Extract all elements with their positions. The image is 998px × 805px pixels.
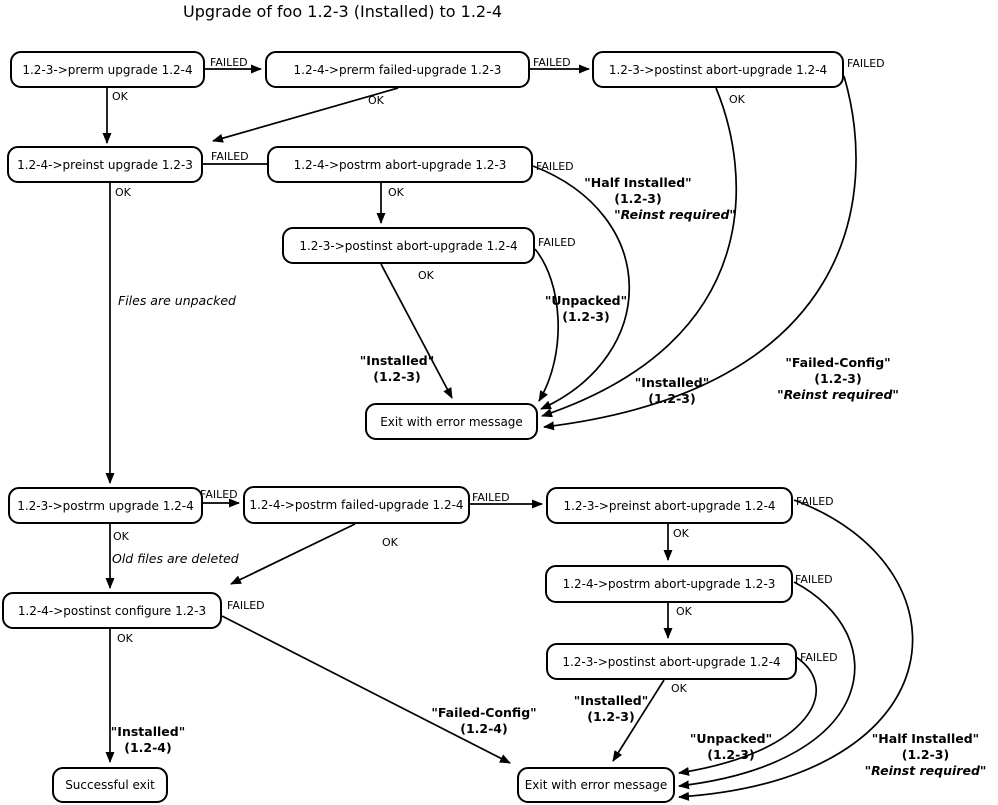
node-postinst-configure: 1.2-4->postinst configure 1.2-3 [2,592,222,629]
edge-configure-failed-failedconfig [221,615,511,764]
state-label-installed-mid: "Installed" (1.2-3) [337,353,457,385]
node-prerm-upgrade: 1.2-3->prerm upgrade 1.2-4 [10,51,205,88]
state-line: "Unpacked" [544,293,628,308]
state-line: "Installed" [110,724,186,739]
state-line: (1.2-3) [614,191,662,206]
state-line: "Half Installed" [584,175,692,190]
state-line: (1.2-3) [373,369,421,384]
edge-label-failed: FAILED [796,495,834,508]
node-postrm-abort-upgrade-bottom: 1.2-4->postrm abort-upgrade 1.2-3 [545,565,793,603]
edge-label-failed: FAILED [795,573,833,586]
edge-label-failed: FAILED [210,56,248,69]
state-line: "Reinst required" [864,763,987,778]
edge-label-ok: OK [676,605,692,618]
state-label-half-installed-bottom: "Half Installed" (1.2-3) "Reinst require… [853,731,998,779]
edge-label-failed: FAILED [800,651,838,664]
node-exit-error-bottom: Exit with error message [517,767,675,803]
state-line: "Installed" [359,353,435,368]
state-line: "Unpacked" [689,731,773,746]
node-successful-exit: Successful exit [52,767,168,803]
edge-label-ok: OK [418,269,434,282]
state-label-unpacked-bottom: "Unpacked" (1.2-3) [671,731,791,763]
state-line: "Failed-Config" [431,705,537,720]
node-postrm-abort-upgrade-mid: 1.2-4->postrm abort-upgrade 1.2-3 [267,146,533,183]
state-line: (1.2-3) [587,709,635,724]
state-line: "Half Installed" [871,731,980,746]
state-line: (1.2-3) [707,747,755,762]
state-line: "Failed-Config" [785,355,891,370]
state-line: (1.2-4) [124,740,172,755]
state-label-installed-124: "Installed" (1.2-4) [88,724,208,756]
edge-postinstabort-failed-unpacked [534,248,559,402]
node-postinst-abort-upgrade-top: 1.2-3->postinst abort-upgrade 1.2-4 [592,51,844,88]
state-line: (1.2-3) [814,371,862,386]
edge-label-failed: FAILED [536,160,574,173]
node-exit-error-mid: Exit with error message [365,403,538,440]
edge-topabort-ok-installed [541,87,738,418]
edge-label-ok: OK [115,186,131,199]
note-old-files-deleted: Old files are deleted [112,551,239,566]
state-line: "Reinst required" [614,207,736,222]
node-prerm-failed-upgrade: 1.2-4->prerm failed-upgrade 1.2-3 [265,51,530,88]
state-line: (1.2-3) [562,309,610,324]
edge-label-ok: OK [729,93,745,106]
node-preinst-upgrade: 1.2-4->preinst upgrade 1.2-3 [7,146,203,183]
node-postrm-failed-upgrade: 1.2-4->postrm failed-upgrade 1.2-4 [243,486,470,524]
edge-label-ok: OK [382,536,398,549]
state-line: (1.2-3) [901,747,950,762]
state-line: "Reinst required" [777,387,899,402]
edge-label-failed: FAILED [211,150,249,163]
edge-label-failed: FAILED [847,57,885,70]
edge-preinstabort-failed-halfinstalled [678,499,914,801]
edge-label-failed: FAILED [472,491,510,504]
edge-label-ok: OK [117,632,133,645]
node-postinst-abort-upgrade-mid: 1.2-3->postinst abort-upgrade 1.2-4 [282,227,535,264]
edge-postinstabortbot-failed-unpacked [678,656,818,776]
edge-label-ok: OK [671,682,687,695]
edge-postrmabort-failed-halfinstalled [532,165,631,410]
edge-label-ok: OK [388,186,404,199]
state-label-installed-right: "Installed" (1.2-3) [612,375,732,407]
edge-postrmabortbot-failed-halfinstalled [678,581,856,790]
edge-label-failed: FAILED [200,488,238,501]
node-postinst-abort-upgrade-bottom: 1.2-3->postinst abort-upgrade 1.2-4 [546,643,797,680]
edge-postrmfailed-ok [230,523,356,585]
state-line: (1.2-4) [460,721,508,736]
edge-topabort-failed-failedconfig [543,75,857,431]
edge-prermfailed-ok [212,87,399,143]
note-files-unpacked: Files are unpacked [118,293,236,308]
edge-label-ok: OK [113,530,129,543]
edge-label-failed: FAILED [533,56,571,69]
state-label-failed-config-bottom: "Failed-Config" (1.2-4) [404,705,564,737]
state-label-unpacked-top: "Unpacked" (1.2-3) [526,293,646,325]
state-label-half-installed-top: "Half Installed" (1.2-3) "Reinst require… [558,175,736,223]
state-line: "Installed" [634,375,710,390]
state-line: "Installed" [573,693,649,708]
node-postrm-upgrade: 1.2-3->postrm upgrade 1.2-4 [8,487,203,524]
edge-label-ok: OK [112,90,128,103]
state-label-installed-bottom: "Installed" (1.2-3) [551,693,671,725]
edge-label-failed: FAILED [538,236,576,249]
edge-postinstabortbot-ok-installed [612,679,665,762]
state-label-failed-config-top: "Failed-Config" (1.2-3) "Reinst required… [758,355,918,403]
edge-postinstabort-ok-installed [380,263,453,399]
diagram-title: Upgrade of foo 1.2-3 (Installed) to 1.2-… [183,2,503,21]
node-preinst-abort-upgrade: 1.2-3->preinst abort-upgrade 1.2-4 [546,487,793,524]
edge-label-ok: OK [368,94,384,107]
edge-label-ok: OK [673,527,689,540]
state-line: (1.2-3) [648,391,696,406]
edge-label-failed: FAILED [227,599,265,612]
